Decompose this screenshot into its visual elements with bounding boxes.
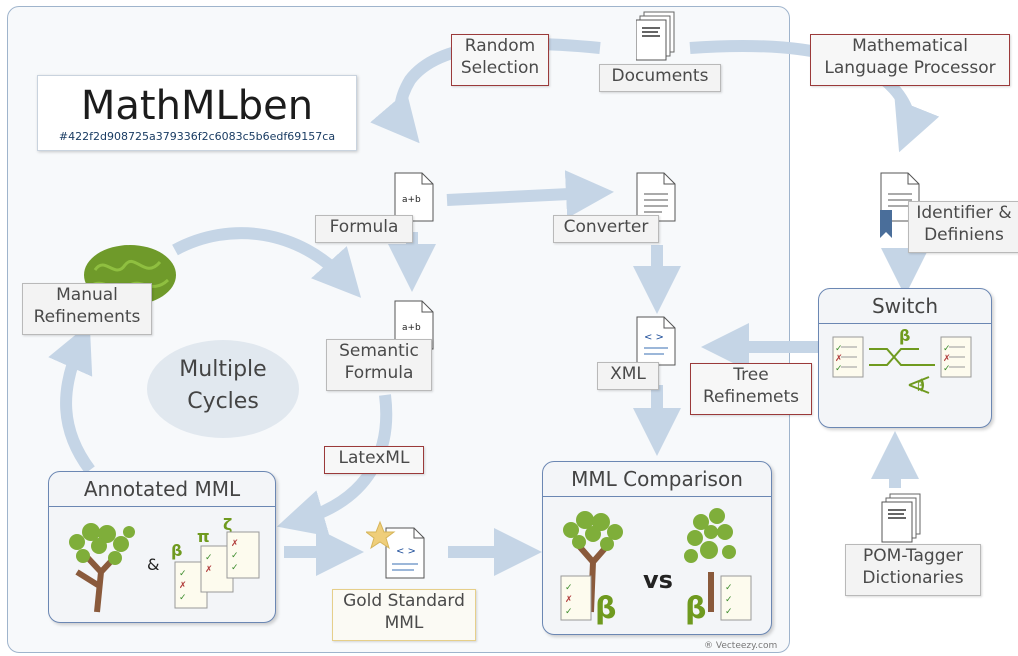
svg-text:✓: ✓ bbox=[725, 583, 733, 593]
xml-document-icon: < > bbox=[636, 316, 676, 366]
annotated-mml-illustration: & β π ζ ✓ ✗ ✓ ✓ ✗ ✗ ✓ ✓ bbox=[69, 515, 260, 613]
svg-text:&: & bbox=[147, 555, 159, 574]
switch-title: Switch bbox=[819, 289, 991, 324]
svg-text:✓: ✓ bbox=[179, 593, 187, 603]
converter-document-icon bbox=[636, 172, 676, 222]
switch-diagram: ✓✗✓ ✓✗✓ β β bbox=[832, 327, 972, 394]
svg-text:✓: ✓ bbox=[725, 607, 733, 617]
svg-text:✓: ✓ bbox=[565, 583, 573, 593]
svg-text:β: β bbox=[685, 591, 706, 626]
mml-comparison-illustration: ✓ ✗ ✓ β vs β ✓ ✓ ✓ bbox=[560, 508, 752, 626]
svg-text:✓: ✓ bbox=[565, 607, 573, 617]
svg-text:β: β bbox=[171, 541, 182, 560]
annotated-mml-box: Annotated MML & β π ζ ✓ ✗ ✓ ✓ ✗ ✗ ✓ ✓ bbox=[48, 471, 276, 623]
svg-text:✓: ✓ bbox=[725, 595, 733, 605]
svg-text:β: β bbox=[899, 327, 910, 345]
svg-text:✓: ✓ bbox=[835, 364, 843, 374]
title-card: MathMLben #422f2d908725a379336f2c6083c5b… bbox=[37, 75, 357, 151]
documents-icon bbox=[636, 11, 675, 61]
arrow-brain-semantic bbox=[172, 227, 362, 298]
credit-text: ® Vecteezy.com bbox=[704, 641, 778, 651]
converter-label: Converter bbox=[553, 215, 659, 243]
svg-text:vs: vs bbox=[643, 566, 673, 594]
svg-text:✓: ✓ bbox=[943, 344, 951, 354]
svg-text:✓: ✓ bbox=[835, 344, 843, 354]
identifier-label: Identifier &Definiens bbox=[908, 201, 1018, 253]
mml-comparison-title: MML Comparison bbox=[543, 462, 771, 497]
svg-text:✓: ✓ bbox=[231, 563, 239, 573]
title-hash: #422f2d908725a379336f2c6083c5b6edf69157c… bbox=[58, 130, 336, 143]
svg-text:a+b: a+b bbox=[402, 323, 421, 333]
svg-text:β: β bbox=[917, 381, 923, 392]
title-text: MathMLben bbox=[80, 83, 314, 129]
svg-text:✗: ✗ bbox=[231, 539, 239, 549]
formula-document-icon: a+b bbox=[394, 172, 434, 222]
svg-text:✓: ✓ bbox=[231, 551, 239, 561]
arrow-formula-converter bbox=[446, 170, 614, 219]
svg-text:β: β bbox=[595, 591, 616, 626]
svg-text:✗: ✗ bbox=[943, 354, 951, 364]
switch-box: Switch ✓✗✓ ✓✗✓ β β bbox=[818, 288, 992, 428]
svg-text:< >: < > bbox=[644, 332, 664, 343]
documents-label: Documents bbox=[599, 64, 721, 92]
mml-comparison-box: MML Comparison ✓ ✗ ✓ β vs β ✓ ✓ ✓ bbox=[542, 461, 772, 635]
svg-text:ζ: ζ bbox=[223, 515, 232, 534]
svg-text:✗: ✗ bbox=[565, 595, 573, 605]
svg-text:✗: ✗ bbox=[179, 581, 187, 591]
formula-label: Formula bbox=[315, 215, 413, 243]
gold-standard-document-icon: < > bbox=[366, 520, 425, 579]
svg-text:✓: ✓ bbox=[943, 364, 951, 374]
pom-documents-icon bbox=[881, 493, 921, 543]
svg-text:π: π bbox=[197, 527, 210, 546]
svg-text:✓: ✓ bbox=[179, 569, 187, 579]
svg-text:a+b: a+b bbox=[402, 195, 421, 205]
svg-text:✗: ✗ bbox=[835, 354, 843, 364]
svg-text:< >: < > bbox=[396, 546, 416, 557]
annotated-mml-title: Annotated MML bbox=[49, 472, 275, 507]
svg-text:✓: ✓ bbox=[205, 553, 213, 563]
svg-text:✗: ✗ bbox=[205, 565, 213, 575]
latexml-label: LatexML bbox=[324, 446, 424, 474]
arrow-annotated-manual bbox=[48, 323, 95, 474]
xml-label: XML bbox=[597, 362, 659, 390]
